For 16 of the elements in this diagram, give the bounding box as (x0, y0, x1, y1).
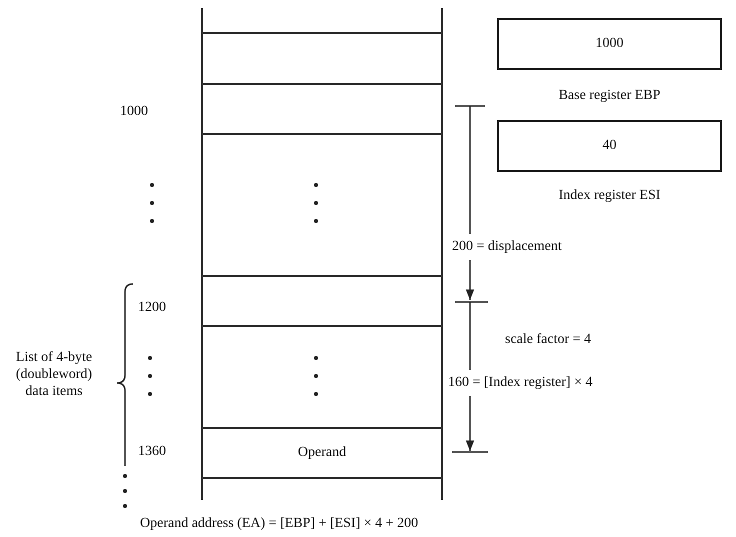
formula-text: Operand address (EA) = [EBP] + [ESI] × 4 + 200 (140, 516, 418, 533)
dimension-label: 200 = displacement (452, 239, 562, 256)
register-value: 1000 (596, 36, 624, 52)
dimension-label: 160 = [Index register] × 4 (448, 375, 592, 392)
address-label: 1200 (138, 300, 166, 317)
register-value: 40 (602, 138, 616, 154)
register-caption: Index register ESI (558, 188, 662, 205)
annotation-text: List of 4-byte (doubleword) data items (14, 350, 94, 400)
address-label: 1000 (120, 104, 148, 121)
cell-text: Operand (298, 445, 346, 461)
register-box (497, 18, 722, 70)
register-box (497, 120, 722, 172)
memory-cell (203, 427, 441, 479)
register-caption: Base register EBP (558, 88, 662, 105)
address-label: 1360 (138, 444, 166, 461)
annotation-text: scale factor = 4 (505, 332, 592, 349)
